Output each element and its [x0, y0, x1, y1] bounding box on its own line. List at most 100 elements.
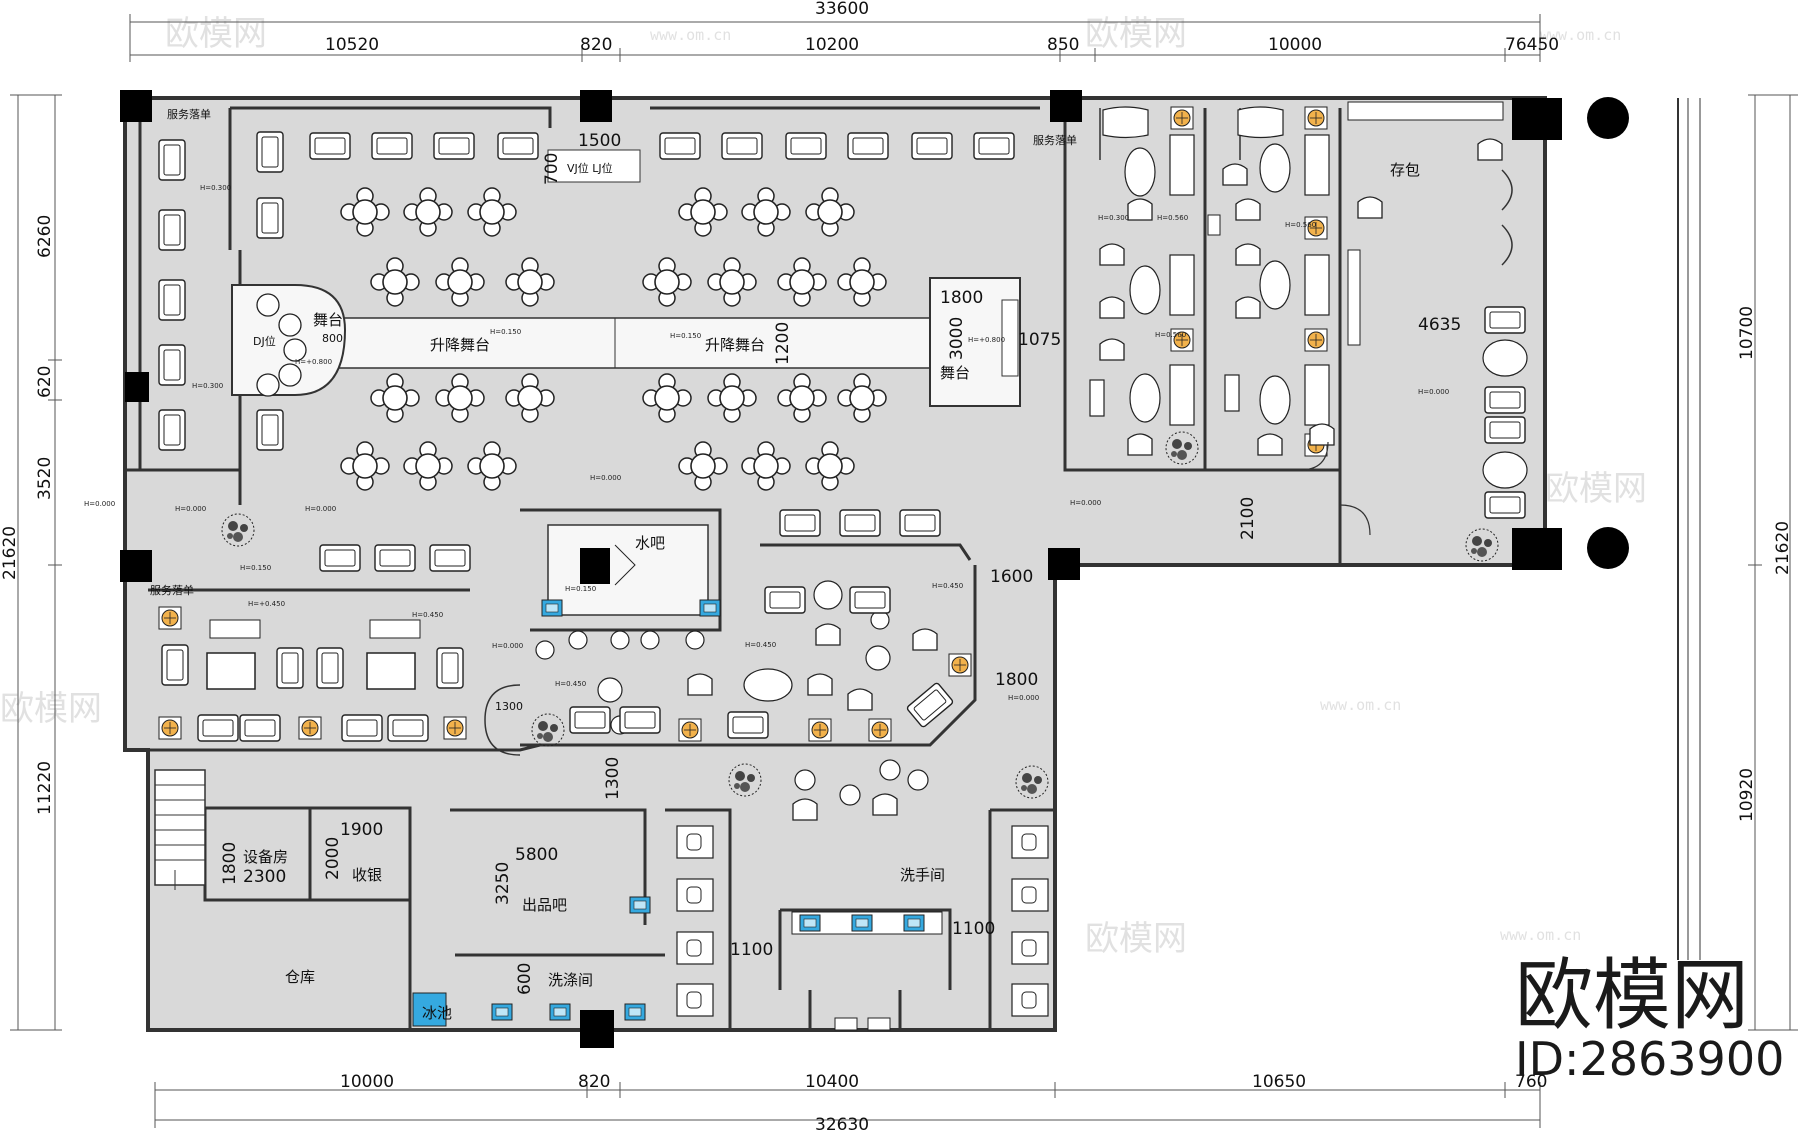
watermark-url: www.om.cn	[1540, 26, 1621, 44]
label-pickup-bar: 出品吧	[522, 896, 567, 914]
level-marker: H=0.150	[565, 585, 596, 593]
level-marker: H=0.560	[1285, 221, 1316, 229]
water-bar	[531, 524, 972, 747]
dim-bottom-2: 820	[578, 1072, 610, 1092]
dimension-left	[10, 94, 62, 1031]
floor-area	[123, 96, 1701, 1032]
dim-1100a: 1100	[730, 940, 773, 960]
watermark-text: 欧模网	[1085, 14, 1187, 54]
dim-3250: 3250	[493, 862, 513, 905]
level-marker: H=0.450	[932, 582, 963, 590]
dim-bottom-1: 10000	[340, 1072, 394, 1092]
label-stage-small: 舞台	[313, 311, 343, 329]
dim-700: 700	[542, 153, 562, 185]
columns	[120, 90, 1629, 1048]
brand-id: ID:2863900	[1515, 1032, 1784, 1086]
dimension-bottom	[154, 1082, 1541, 1128]
dim-left-4: 11220	[35, 761, 55, 815]
dim-top-4: 850	[1047, 35, 1079, 55]
watermark-text: 欧模网	[1545, 469, 1647, 509]
dim-1900: 1900	[340, 820, 383, 840]
dim-1300a: 1300	[495, 700, 523, 713]
label-service-l: 服务落单	[150, 584, 194, 597]
level-marker: H=0.000	[84, 500, 115, 508]
level-marker: H=0.150	[670, 332, 701, 340]
level-marker: H=+0.800	[968, 336, 1005, 344]
dimension-top	[129, 14, 1541, 62]
cloakroom	[1299, 101, 1528, 562]
dim-2300: 2300	[243, 867, 286, 887]
dim-top-1: 10520	[325, 35, 379, 55]
dim-1600: 1600	[990, 567, 1033, 587]
level-marker: H=+0.800	[295, 358, 332, 366]
level-marker: H=0.000	[1418, 388, 1449, 396]
level-marker: H=0.000	[175, 505, 206, 513]
brand-mark: 欧模网 ID:2863900	[1515, 951, 1784, 1086]
dim-bottom-total: 32630	[815, 1115, 869, 1134]
level-marker: H=0.150	[240, 564, 271, 572]
label-water-bar: 水吧	[635, 534, 665, 552]
level-marker: H=0.300	[200, 184, 231, 192]
label-ice-pool: 冰池	[422, 1004, 452, 1022]
label-equipment: 设备房	[243, 848, 288, 866]
dim-right-total: 21620	[1773, 521, 1793, 575]
dim-bottom-5: 760	[1515, 1072, 1547, 1092]
dim-left-1: 6260	[35, 215, 55, 258]
level-marker: H=0.300	[1098, 214, 1129, 222]
lift-stage	[231, 149, 1021, 407]
dim-top-6: 76450	[1505, 35, 1559, 55]
dim-5800: 5800	[515, 845, 558, 865]
room-labels: 服务落单 服务落单 服务落单 VJ位 LJ位 DJ位 舞台 升降舞台 升降舞台 …	[150, 108, 1420, 1022]
dim-right-2: 10920	[1737, 768, 1757, 822]
dim-1100b: 1100	[952, 919, 995, 939]
dim-800: 800	[322, 332, 343, 345]
label-washroom: 洗手间	[900, 866, 945, 884]
label-service-tl: 服务落单	[167, 108, 211, 121]
label-lift-stage-1: 升降舞台	[430, 336, 490, 354]
dim-right-1: 10700	[1737, 306, 1757, 360]
inner-dimensions: 1500 700 1200 1800 3000 800 1075 4635 21…	[220, 131, 1461, 995]
brand-text: 欧模网	[1515, 951, 1749, 1041]
dim-1200: 1200	[773, 322, 793, 365]
label-washing: 洗涤间	[548, 971, 593, 989]
label-dj: DJ位	[253, 334, 276, 348]
level-marker: H=0.000	[590, 474, 621, 482]
watermark-url: www.om.cn	[1320, 696, 1401, 714]
watermark-text: 欧模网	[165, 14, 267, 54]
dim-3000: 3000	[947, 317, 967, 360]
dimension-right	[1748, 94, 1798, 1031]
watermark-text: 欧模网	[0, 689, 102, 729]
dim-4635: 4635	[1418, 315, 1461, 335]
level-marker: H=0.000	[305, 505, 336, 513]
dim-1075: 1075	[1018, 330, 1061, 350]
watermark-text: 欧模网	[1085, 919, 1187, 959]
dim-top-2: 820	[580, 35, 612, 55]
label-vj: VJ位 LJ位	[567, 161, 613, 175]
label-bag: 存包	[1390, 161, 1420, 179]
dim-left-total: 21620	[0, 526, 20, 580]
label-warehouse: 仓库	[285, 968, 315, 986]
label-service-tr: 服务落单	[1033, 134, 1077, 147]
level-marker: H=0.560	[1157, 214, 1188, 222]
watermark-url: www.om.cn	[1500, 926, 1581, 944]
level-marker: H=0.560	[1155, 331, 1186, 339]
dim-2100: 2100	[1238, 497, 1258, 540]
level-marker: H=0.150	[490, 328, 521, 336]
label-cashier: 收银	[352, 866, 382, 884]
level-marker: H=+0.450	[248, 600, 285, 608]
dim-left-3: 3520	[35, 457, 55, 500]
dim-bottom-3: 10400	[805, 1072, 859, 1092]
dim-1800c: 1800	[220, 842, 240, 885]
left-lounge	[158, 513, 521, 756]
level-marker: H=0.000	[1070, 499, 1101, 507]
dim-1300b: 1300	[603, 757, 623, 800]
level-marker: H=0.450	[555, 680, 586, 688]
dim-top-3: 10200	[805, 35, 859, 55]
dim-1800a: 1800	[940, 288, 983, 308]
dim-top-total: 33600	[815, 0, 869, 19]
level-marker: H=0.450	[412, 611, 443, 619]
label-lift-stage-2: 升降舞台	[705, 336, 765, 354]
level-marker: H=0.000	[1008, 694, 1039, 702]
level-markers: H=0.300 H=+0.800 H=0.150 H=0.150 H=+0.80…	[84, 184, 1449, 702]
